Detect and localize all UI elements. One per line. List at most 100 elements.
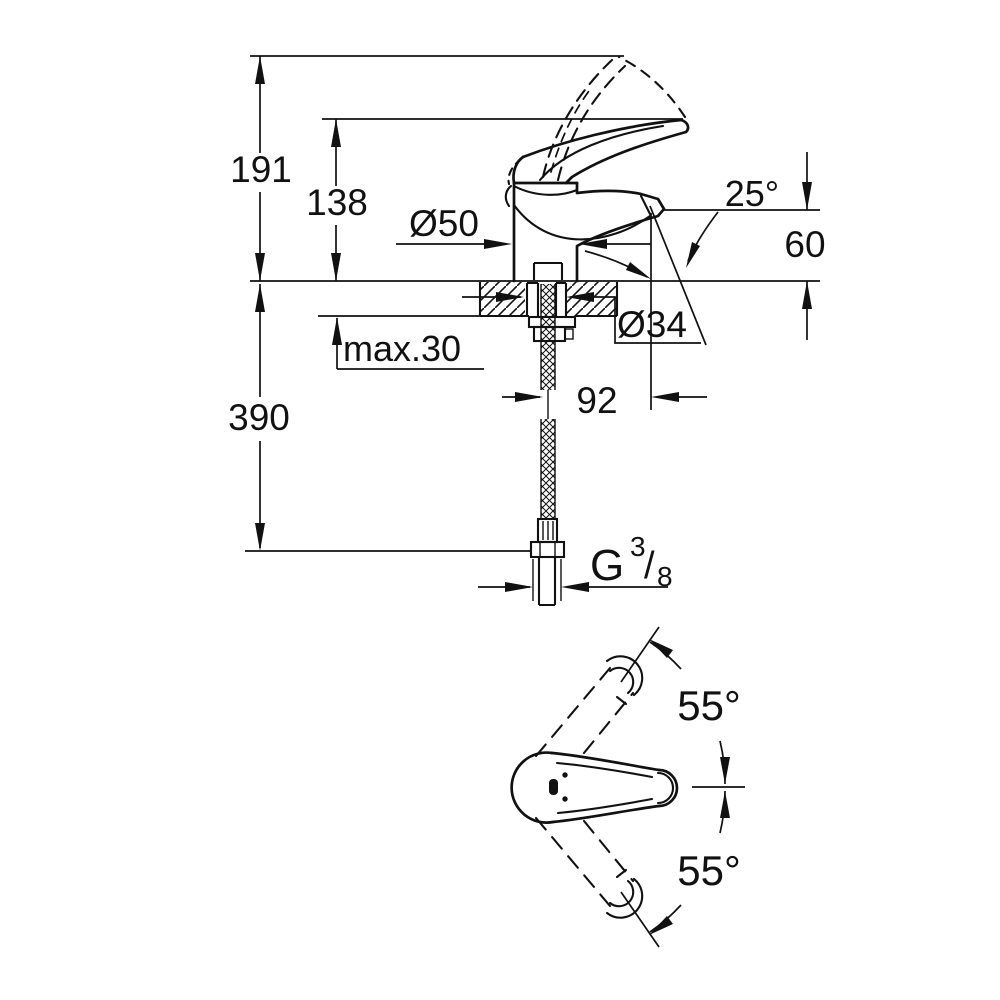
- lever-raised-dashed-inner: [550, 86, 593, 173]
- lower-dashed-edge-left: [534, 816, 612, 908]
- side-view: 191 138 390 max.30 Ø50: [228, 55, 826, 607]
- upper-dashed-edge-left: [534, 666, 612, 758]
- upper-tip-cap-outer: [605, 655, 644, 697]
- lever-raised-dashed-edge1: [541, 58, 614, 179]
- handle-top-edge: [550, 751, 661, 772]
- dim-thread-g38: G 3 / 8: [478, 531, 673, 601]
- deck-section: [478, 282, 619, 318]
- arrowhead-up: [331, 119, 341, 147]
- handle-tip-cap: [657, 768, 679, 808]
- lever-outline: [521, 118, 690, 185]
- arrowhead-right: [484, 239, 512, 249]
- temperature-indicator-mark: [549, 779, 558, 795]
- handle-tip-inner-arc: [656, 771, 674, 805]
- hose-assembly: [525, 261, 577, 607]
- handle-position-upper-dashed: [534, 655, 644, 758]
- arrowhead-left: [651, 392, 679, 402]
- deck-hatch-left: [480, 282, 525, 316]
- dim-label-55-lower: 55°: [677, 847, 741, 894]
- connector-nut-facets: [539, 542, 556, 557]
- arrowhead-down: [720, 757, 730, 784]
- upper-tip-tick: [615, 695, 628, 706]
- handle-bottom-edge: [551, 804, 661, 824]
- arrowhead-up: [720, 791, 730, 818]
- lower-dashed-edge-right: [582, 819, 635, 883]
- arrowhead-up: [255, 56, 265, 84]
- thread-pipe-end: [537, 557, 557, 607]
- dim-label-d34: Ø34: [617, 304, 687, 345]
- upper-55-reference-line: [620, 626, 660, 683]
- body-swoosh-curve: [512, 203, 652, 241]
- handle-knob-arc: [510, 751, 555, 824]
- dim-label-390: 390: [228, 397, 290, 438]
- dim-spout-angle-25: 25°: [584, 173, 779, 279]
- arrowhead-down: [331, 253, 341, 281]
- thread-extension-ticks: [532, 559, 562, 601]
- lever-back-hook: [504, 184, 513, 208]
- braided-hose-upper-edges: [540, 284, 556, 390]
- dim-label-thread: G 3 / 8: [590, 531, 673, 592]
- dim-label-92: 92: [576, 380, 617, 421]
- dim-swing-upper-55: 55°: [620, 626, 741, 785]
- mounting-nut-tab: [564, 328, 574, 340]
- arrowhead-lower-left: [649, 916, 673, 935]
- upper-tip-cap-inner: [608, 666, 635, 695]
- dim-label-25deg: 25°: [725, 173, 779, 214]
- fixing-stud: [532, 261, 564, 280]
- braided-hose-lower-fill: [541, 419, 555, 519]
- arrowhead-right: [515, 392, 543, 402]
- dim-length-390: 390: [228, 284, 290, 551]
- lever-raised-dashed-edge2: [556, 64, 627, 182]
- dim-label-138: 138: [306, 182, 368, 223]
- arrowhead-arc: [626, 262, 651, 279]
- plan-view: 55° 55°: [510, 626, 745, 948]
- handle-position-lower-dashed: [534, 816, 644, 919]
- dim-projection-92: 92: [502, 380, 707, 421]
- ferrule-ribs: [542, 521, 554, 540]
- arrowhead-left: [579, 239, 607, 249]
- extension-lines: [245, 55, 820, 552]
- deck-hatch-right: [566, 282, 617, 316]
- handle-inner-bottom-line: [556, 797, 654, 815]
- indicator-dot-bottom: [562, 796, 568, 802]
- arrowhead-left: [561, 582, 589, 592]
- threaded-shank: [525, 281, 568, 316]
- arrowhead-right: [505, 582, 533, 592]
- dim-height-191: 191: [230, 56, 292, 281]
- lower-tip-cap-inner: [608, 879, 635, 908]
- arrowhead-down: [255, 253, 265, 281]
- handle-inner-top-line: [555, 761, 654, 779]
- dim-deck-max30: max.30: [332, 317, 484, 370]
- arrowhead-leader: [686, 242, 700, 268]
- arrowhead-up: [255, 284, 265, 312]
- lever-tip-swing-arc-dashed: [617, 55, 687, 119]
- indicator-dot-top: [562, 772, 568, 778]
- dim-label-60: 60: [784, 224, 825, 265]
- deck-ends: [478, 282, 619, 316]
- spout-angle-reference-line: [649, 205, 707, 346]
- braided-hose-lower-edges: [540, 419, 556, 519]
- faucet-outline: [504, 55, 690, 283]
- lever-inner-line: [538, 124, 665, 182]
- arrowhead-down: [255, 523, 265, 551]
- dim-label-55-upper: 55°: [677, 682, 741, 729]
- braided-hose-upper-fill: [541, 284, 555, 390]
- hose-connector-nut: [529, 540, 566, 559]
- lower-55-reference-line: [620, 891, 660, 948]
- lower-tip-cap-outer: [605, 877, 644, 919]
- lower-tip-tick: [615, 868, 628, 879]
- dim-label-d50: Ø50: [409, 203, 479, 244]
- arrowhead-up: [802, 281, 812, 309]
- upper-dashed-edge-right: [582, 691, 635, 755]
- body-collar-curve: [512, 184, 579, 196]
- arrowhead-down: [802, 182, 812, 210]
- arrowhead-up: [332, 317, 342, 345]
- arrowhead-upper-left: [649, 639, 673, 658]
- dim-body-diameter-50: Ø50: [396, 203, 651, 249]
- dim-swing-lower-55: 55°: [620, 790, 741, 948]
- dim-outlet-height-60: 60: [784, 152, 826, 340]
- dim-label-191: 191: [230, 149, 292, 190]
- handle-plan-outline: [510, 751, 679, 824]
